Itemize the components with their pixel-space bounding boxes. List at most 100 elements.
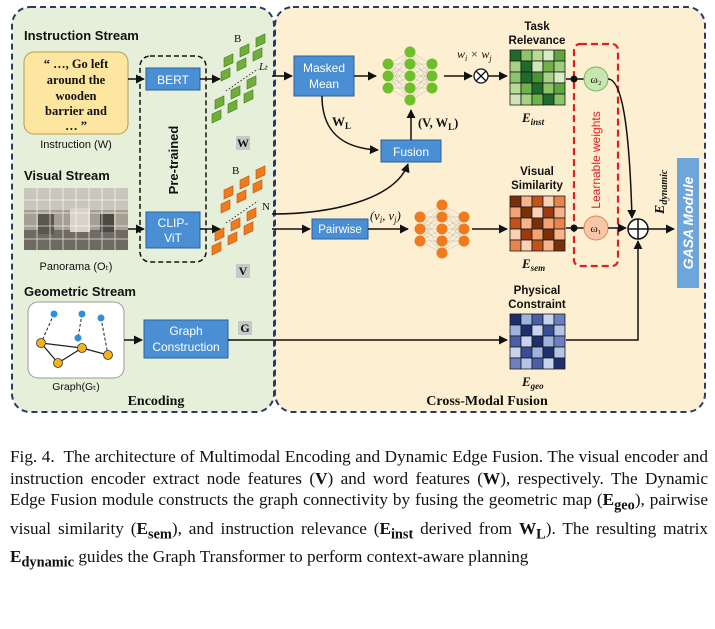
matrix-cell <box>520 346 533 359</box>
matrix-cell <box>542 82 555 95</box>
matrix-cell <box>509 93 522 106</box>
matrix-cell <box>531 217 544 230</box>
word-feature-tokens <box>211 33 266 124</box>
matrix-cell <box>553 49 566 62</box>
matrix-cell <box>542 346 555 359</box>
matrix-cell <box>553 239 566 252</box>
matrix-cell <box>553 195 566 208</box>
matrix-cell <box>531 60 544 73</box>
instruction-text-box <box>23 51 129 135</box>
token-B-top: B <box>234 33 241 45</box>
matrix-cell <box>509 49 522 62</box>
matrix-cell <box>553 346 566 359</box>
network-neuron <box>404 82 416 94</box>
matrix-cell <box>553 324 566 337</box>
token-dots <box>225 200 259 224</box>
network-neuron <box>404 58 416 70</box>
matrix-cell <box>553 93 566 106</box>
E-geo-matrix <box>509 313 566 370</box>
learnable-weights-label: Learnable weights <box>589 111 603 208</box>
geometric-graph-icon <box>36 310 113 368</box>
matrix-cell <box>520 313 533 326</box>
caption-E-geo-sub: geo <box>614 497 635 514</box>
panorama-image <box>24 188 128 250</box>
graph-construction-box <box>143 319 229 359</box>
W-tag: W <box>237 136 249 150</box>
network-edge <box>387 51 411 89</box>
caption-text-6: derived from <box>413 518 519 538</box>
svg-text:wooden: wooden <box>56 89 97 103</box>
token-N: N <box>262 201 270 213</box>
matrix-cell <box>509 82 522 95</box>
network-edge <box>419 204 443 242</box>
matrix-cell <box>553 335 566 348</box>
matrix-cell <box>531 239 544 252</box>
token-B-bottom: B <box>232 165 239 177</box>
pairwise-label: Pairwise <box>318 224 361 236</box>
bert-label: BERT <box>157 73 189 87</box>
network-neuron <box>436 235 448 247</box>
masked-mean-line2: Mean <box>309 77 339 91</box>
token-cell <box>252 179 263 194</box>
learnable-weights-box <box>572 42 620 268</box>
network-neuron <box>436 223 448 235</box>
caption-V: V <box>315 468 328 488</box>
G-tag-bg <box>238 321 252 335</box>
graph-construction-line1: Graph <box>169 324 202 338</box>
omega1-label: ω₁ <box>590 223 601 235</box>
caption-E-inst-sub: inst <box>390 525 414 542</box>
caption-W-L: W <box>518 518 537 538</box>
pretrained-label: Pre-trained <box>166 126 181 195</box>
matrix-cell <box>531 335 544 348</box>
matrix-cell <box>531 49 544 62</box>
network-edge <box>441 216 465 254</box>
matrix-cell <box>520 335 533 348</box>
matrix-cell <box>520 82 533 95</box>
token-cell <box>230 85 241 100</box>
graph-construction-line2: Construction <box>152 340 219 354</box>
graph-caption: Graph(Gₜ) <box>52 381 99 393</box>
matrix-cell <box>520 195 533 208</box>
physical-constraint-title-2: Constraint <box>508 299 566 311</box>
matrix-cell <box>520 206 533 219</box>
token-Lt: Lₜ <box>258 61 268 73</box>
svg-text:around the: around the <box>47 73 106 87</box>
masked-mean-line1: Masked <box>303 61 345 75</box>
architecture-diagram: Instruction Stream “ …, Go left around t… <box>11 6 706 413</box>
token-cell <box>220 199 231 214</box>
matrix-cell <box>542 93 555 106</box>
token-cell <box>239 175 250 190</box>
cross-modal-fusion-title: Cross-Modal Fusion <box>426 394 548 409</box>
arrow-masked-mean-to-fusion <box>321 95 379 155</box>
token-cell <box>236 189 247 204</box>
token-cell <box>246 207 257 222</box>
matrix-cell <box>520 217 533 230</box>
matrix-cell <box>531 82 544 95</box>
caption-text-2: ) and word features ( <box>327 468 484 488</box>
caption-W-L-sub: L <box>536 525 546 542</box>
node-feature-tokens <box>211 165 266 256</box>
matrix-cell <box>553 228 566 241</box>
clip-label: CLIP- <box>158 216 189 230</box>
visual-stream-title: Visual Stream <box>24 168 110 183</box>
matrix-cell <box>520 93 533 106</box>
pretrained-box <box>139 55 207 263</box>
geometric-stream-title: Geometric Stream <box>24 284 136 299</box>
matrix-cell <box>542 60 555 73</box>
physical-constraint-title-1: Physical <box>514 285 561 297</box>
matrix-cell <box>553 60 566 73</box>
matrix-cell <box>542 313 555 326</box>
network-neuron <box>414 235 426 247</box>
matrix-cell <box>531 324 544 337</box>
E-sem-matrix <box>509 195 566 252</box>
caption-text-3: ), respectively. The Dynamic Edge Fusion… <box>10 468 708 510</box>
matrix-cell <box>509 313 522 326</box>
instruction-stream-title: Instruction Stream <box>24 28 139 43</box>
matrix-cell <box>531 195 544 208</box>
visual-similarity-network <box>414 199 470 259</box>
token-cell <box>211 241 222 256</box>
caption-text-7: ). The resulting matrix <box>545 518 708 538</box>
token-cell <box>252 47 263 62</box>
matrix-cell <box>542 324 555 337</box>
caption-E-geo: E <box>602 490 615 510</box>
